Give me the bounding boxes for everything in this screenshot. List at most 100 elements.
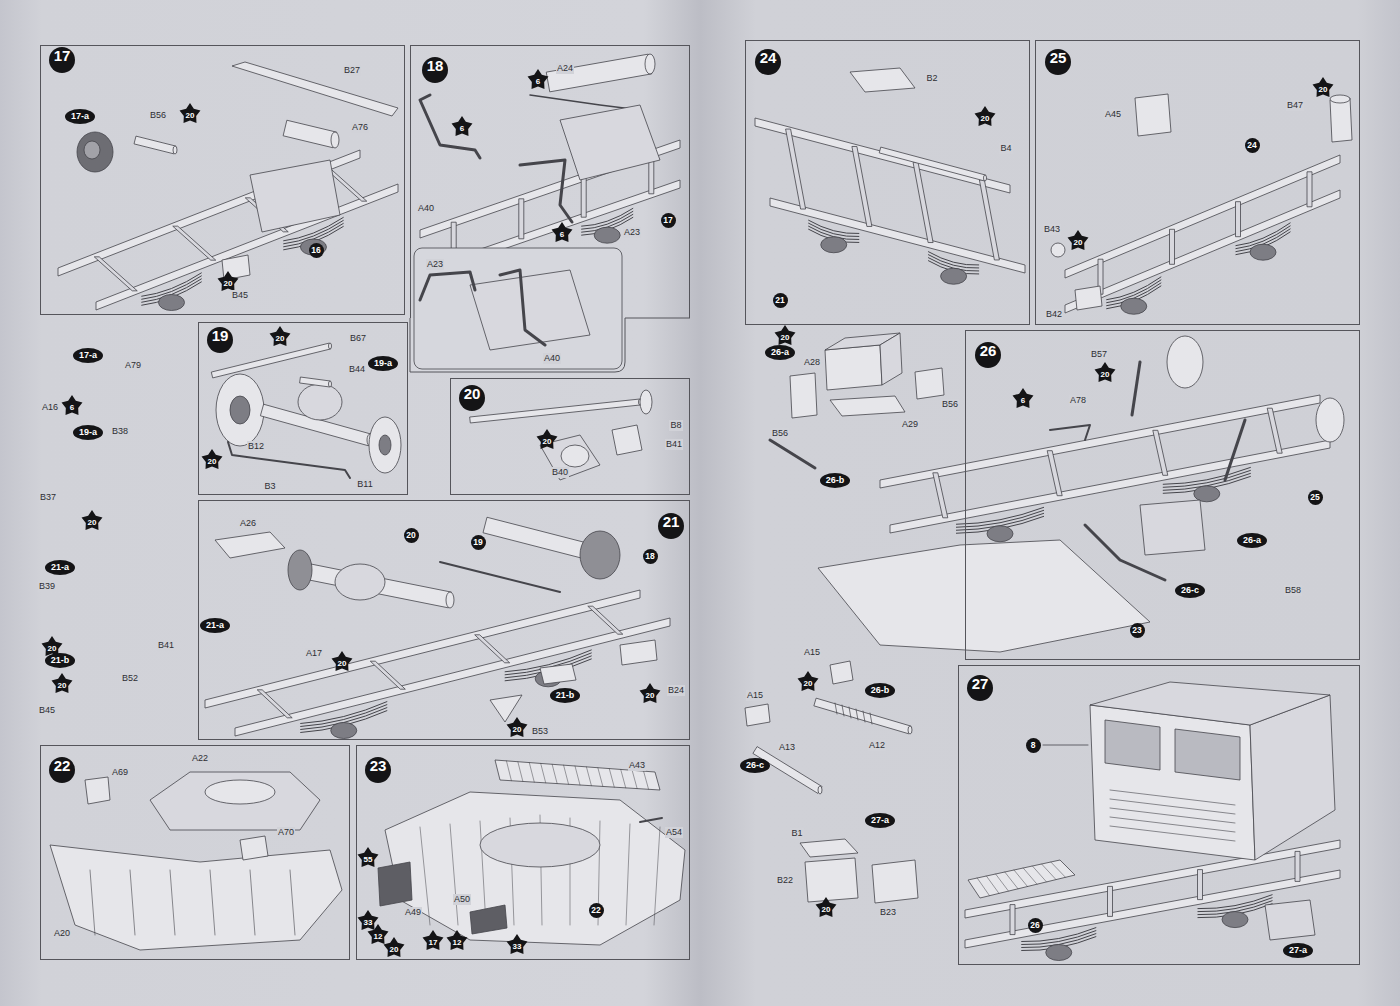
paint-code: 20 [276, 334, 285, 343]
wheel-hub [84, 141, 100, 159]
axle-hub [331, 723, 357, 739]
paint-star [537, 429, 558, 449]
bracket [1050, 425, 1090, 440]
step-panel: 262526-a26-c23 [965, 330, 1360, 660]
plate-rib [90, 870, 95, 935]
paint-code: 12 [453, 938, 462, 947]
step-panel: 20 [450, 378, 690, 495]
paint-code: 20 [781, 333, 790, 342]
part-number: B38 [111, 426, 129, 437]
part-number: B56 [941, 399, 959, 410]
skid-plate [818, 540, 1150, 652]
cross-member [519, 199, 524, 239]
part-number: B23 [879, 907, 897, 918]
long-bar [232, 62, 398, 116]
part-number: B1 [790, 828, 803, 839]
paint-code: 20 [822, 905, 831, 914]
paint-star [1095, 362, 1116, 382]
axle-hub [941, 268, 967, 284]
pipe [500, 270, 545, 345]
paint-star [358, 910, 379, 930]
paint-star [640, 683, 661, 703]
subassembly-label: 26-c [1181, 585, 1199, 595]
part-number: B8 [669, 420, 682, 431]
paint-code: 20 [646, 691, 655, 700]
cross-member [588, 606, 623, 634]
subassembly-label: 26-a [771, 347, 789, 357]
paint-code: 20 [48, 644, 57, 653]
rod [440, 562, 560, 592]
rod [300, 377, 331, 387]
muffler [645, 54, 655, 74]
battery-box [825, 345, 882, 390]
cross-member [1047, 451, 1062, 496]
paint-star [52, 673, 73, 693]
subassembly-callout: 21-b [550, 688, 581, 703]
rod [818, 786, 822, 794]
reference-circle: 17 [661, 213, 676, 228]
axle-hub [821, 237, 847, 253]
part-number: B57 [1090, 349, 1108, 360]
paint-code: 20 [208, 457, 217, 466]
mud-flap [378, 862, 412, 906]
differential [298, 384, 342, 420]
reference-circle: 19 [471, 535, 486, 550]
rod [134, 136, 176, 154]
frame-rail [235, 618, 670, 736]
subassembly-callout: 26-c [740, 758, 770, 773]
reference-number: 19 [473, 537, 482, 547]
subassembly-label: 21-a [206, 620, 224, 630]
subassembly-callout: 26-c [1175, 583, 1205, 598]
tread-plate [495, 760, 660, 790]
step-panel: 1817 [410, 45, 690, 318]
paint-code: 6 [460, 124, 464, 133]
reference-circle: 20 [404, 528, 419, 543]
plate [1135, 94, 1171, 136]
part-number: A40 [417, 203, 435, 214]
step-number: 26 [975, 342, 1001, 368]
tank [1330, 98, 1352, 142]
paint-star [270, 326, 291, 346]
subassembly-callout: 26-b [865, 683, 896, 698]
grid-line [1042, 864, 1056, 880]
part-number: A49 [404, 907, 422, 918]
axle-hub [1121, 298, 1147, 314]
part-number: B12 [247, 441, 265, 452]
differential [540, 435, 600, 480]
fender-rib [626, 824, 630, 925]
part-number: B27 [343, 65, 361, 76]
plate-rib [170, 870, 175, 935]
reference-number: 20 [406, 530, 415, 540]
rod [1132, 362, 1140, 415]
part-number: B11 [356, 479, 373, 490]
reference-circle: 21 [773, 293, 788, 308]
box [805, 858, 858, 902]
part-number: B47 [1286, 100, 1304, 111]
cylinder-part [283, 120, 337, 148]
grid-line [564, 765, 569, 784]
reference-number: 24 [1247, 140, 1256, 150]
cross-member [173, 226, 216, 260]
part-number: A15 [746, 690, 764, 701]
part-number: B4 [999, 143, 1012, 154]
cross-member [913, 163, 933, 243]
paint-star [447, 930, 468, 950]
cab [1090, 705, 1255, 860]
part-number: B37 [39, 492, 57, 503]
spring-coil [856, 709, 858, 720]
subassembly-callout: 17-a [73, 348, 103, 363]
subassembly-callout: 19-a [368, 356, 398, 371]
rod [640, 818, 662, 822]
subassembly-label: 19-a [79, 427, 97, 437]
cylinder-part [331, 132, 339, 148]
pipe [520, 160, 572, 222]
paint-code: 20 [88, 518, 97, 527]
grid-line [529, 763, 534, 783]
grid-line [621, 769, 626, 787]
paint-code: 20 [1074, 238, 1083, 247]
cross-member [979, 180, 999, 260]
rod [470, 399, 641, 423]
leaf-spring [581, 208, 633, 226]
paint-code: 33 [513, 942, 522, 951]
